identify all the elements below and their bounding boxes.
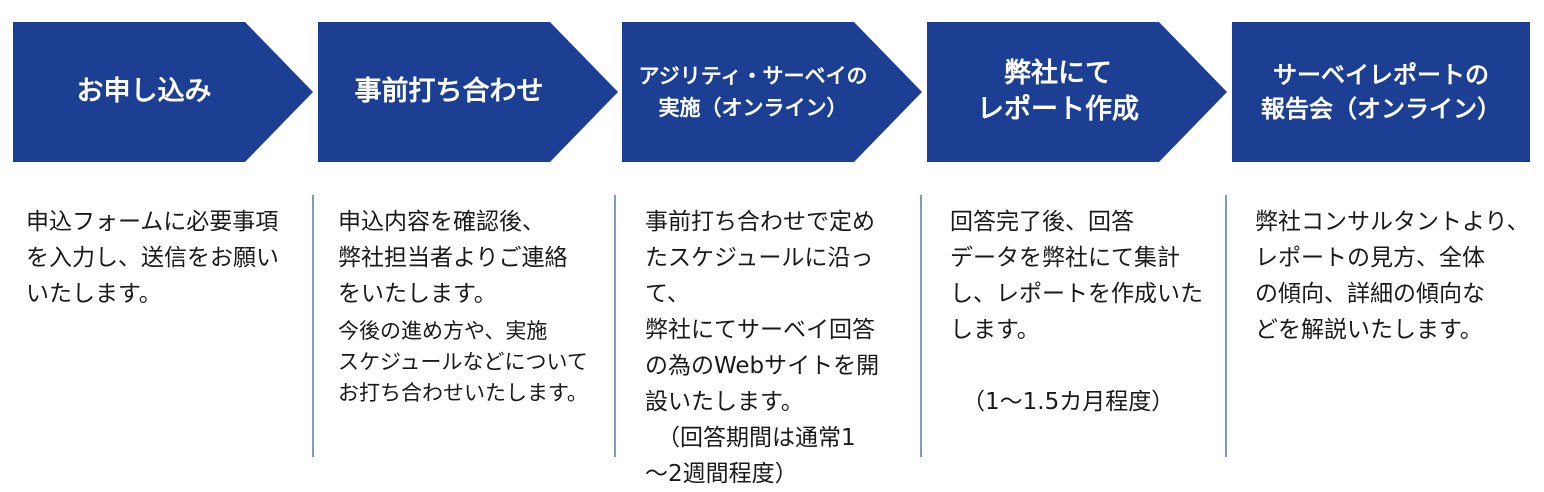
- step-1-title-line-1: お申し込み: [76, 76, 212, 107]
- step-4-title-line-1: 弊社にて: [1004, 58, 1112, 89]
- step-2-sub-line-2: スケジュールなどについて: [338, 350, 588, 374]
- step-1-desc-line-3: いたします。: [26, 281, 162, 307]
- step-3-desc-line-4: の為のWebサイトを開: [645, 353, 880, 379]
- step-4-arrow: 弊社にて レポート作成: [927, 22, 1227, 162]
- step-4-note-line-1: （1～1.5カ月程度）: [962, 389, 1175, 415]
- chevron-arrow-shape: [318, 22, 618, 162]
- step-1-desc-line-2: を入力し、送信をお願い: [26, 245, 279, 271]
- process-flow: お申し込み 事前打ち合わせ アジリティ・サーベイの 実施（オンライン） 弊社にて…: [13, 22, 1532, 487]
- step-3-desc-line-3: 弊社にてサーベイ回答: [645, 317, 875, 343]
- step-4-description: 回答完了後、回答 データを弊社にて集計 し、レポートを作成いた します。 （1～…: [950, 204, 1210, 420]
- step-2-desc-line-2: 弊社担当者よりご連絡: [338, 245, 568, 271]
- step-3-note-line-1: （回答期間は通常1: [657, 425, 856, 451]
- step-4-desc-line-1: 回答完了後、回答: [950, 209, 1134, 235]
- step-4-desc-line-4: します。: [950, 317, 1040, 343]
- step-3-title: アジリティ・サーベイの 実施（オンライン）: [622, 22, 884, 162]
- step-2-title-line-1: 事前打ち合わせ: [354, 76, 544, 107]
- column-divider: [614, 195, 616, 457]
- step-2-description: 申込内容を確認後、 弊社担当者よりご連絡 をいたします。 今後の進め方や、実施 …: [338, 204, 598, 409]
- step-2-title: 事前打ち合わせ: [318, 22, 580, 162]
- step-5-title-line-1: サーベイレポートの: [1273, 61, 1489, 89]
- chevron-arrow-shape: [927, 22, 1227, 162]
- step-3-desc-line-2: たスケジュールに沿って、: [645, 245, 874, 307]
- step-1-title: お申し込み: [13, 22, 275, 162]
- step-1-desc-line-1: 申込フォームに必要事項: [26, 209, 279, 235]
- step-5-title-line-2: 報告会（オンライン）: [1261, 95, 1501, 123]
- step-3-desc-line-5: 設いたします。: [645, 389, 804, 415]
- step-5-box-shape: [1232, 22, 1530, 162]
- step-5-desc-line-4: どを解説いたします。: [1255, 317, 1483, 343]
- step-1-description: 申込フォームに必要事項 を入力し、送信をお願い いたします。: [26, 204, 286, 312]
- step-5-desc-line-3: の傾向、詳細の傾向な: [1255, 281, 1485, 307]
- step-3-arrow: アジリティ・サーベイの 実施（オンライン）: [622, 22, 922, 162]
- step-5-box: サーベイレポートの 報告会（オンライン）: [1232, 22, 1532, 162]
- column-divider: [1225, 195, 1227, 457]
- step-1-arrow: お申し込み: [13, 22, 313, 162]
- step-2-arrow: 事前打ち合わせ: [318, 22, 618, 162]
- step-2-desc-line-3: をいたします。: [338, 281, 497, 307]
- step-3-desc-line-1: 事前打ち合わせで定め: [645, 209, 875, 235]
- step-2-sub-line-1: 今後の進め方や、実施: [338, 319, 548, 343]
- step-2-sub-line-3: お打ち合わせいたします。: [338, 381, 588, 405]
- step-2-subnote: 今後の進め方や、実施 スケジュールなどについて お打ち合わせいたします。: [338, 316, 598, 409]
- step-5-desc-line-1: 弊社コンサルタントより、: [1255, 209, 1530, 235]
- step-2-desc-line-1: 申込内容を確認後、: [338, 209, 545, 235]
- step-3-title-line-1: アジリティ・サーベイの: [638, 64, 868, 88]
- chevron-arrow-shape: [13, 22, 313, 162]
- step-5-description: 弊社コンサルタントより、 レポートの見方、全体 の傾向、詳細の傾向な どを解説い…: [1255, 204, 1530, 348]
- step-4-desc-line-2: データを弊社にて集計: [950, 245, 1180, 271]
- step-4-desc-line-3: し、レポートを作成いた: [950, 281, 1203, 307]
- step-3-note-line-2: ～2週間程度）: [645, 461, 798, 487]
- step-5-desc-line-2: レポートの見方、全体: [1255, 245, 1485, 271]
- step-3-title-line-2: 実施（オンライン）: [658, 96, 848, 120]
- chevron-arrow-shape: [622, 22, 922, 162]
- column-divider: [920, 195, 922, 457]
- step-5-title: サーベイレポートの 報告会（オンライン）: [1232, 22, 1530, 162]
- step-3-description: 事前打ち合わせで定め たスケジュールに沿って、 弊社にてサーベイ回答 の為のWe…: [645, 204, 905, 492]
- column-divider: [312, 195, 314, 457]
- step-4-title-line-2: レポート作成: [977, 94, 1139, 125]
- step-4-title: 弊社にて レポート作成: [927, 22, 1189, 162]
